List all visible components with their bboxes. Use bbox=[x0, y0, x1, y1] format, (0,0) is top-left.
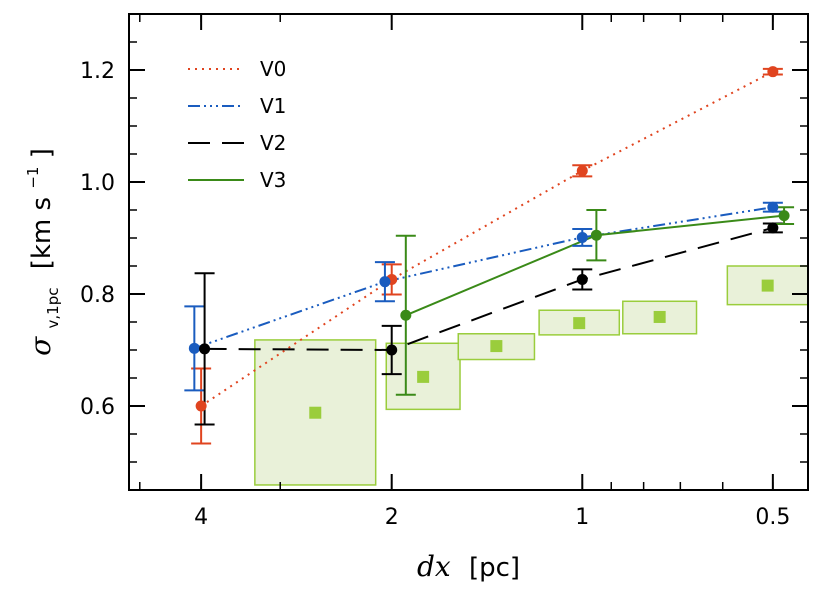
point-v1-4 bbox=[767, 201, 779, 213]
y-axis-unit-open: [km s bbox=[27, 197, 57, 269]
y-tick-label: 0.8 bbox=[80, 283, 115, 308]
x-tick-label: 2 bbox=[385, 505, 399, 530]
point-v1-2 bbox=[379, 276, 391, 288]
point-v2-3 bbox=[576, 273, 588, 285]
point-v2-1 bbox=[199, 343, 211, 355]
range-box-marker-2 bbox=[417, 370, 430, 383]
range-box-marker-5 bbox=[653, 310, 666, 323]
x-axis-unit: [pc] bbox=[469, 553, 520, 583]
range-box-marker-1 bbox=[309, 406, 322, 419]
legend-label-v0: V0 bbox=[260, 57, 286, 81]
point-v1-3 bbox=[576, 231, 588, 243]
tick-labels: 4 2 1 0.5 0.6 0.8 1.0 1.2 bbox=[80, 59, 790, 530]
y-tick-label: 1.0 bbox=[80, 171, 115, 196]
y-axis-symbol: σ bbox=[24, 336, 57, 356]
point-v3-2 bbox=[590, 229, 602, 241]
point-v0-3 bbox=[576, 165, 588, 177]
plot-frame bbox=[128, 13, 809, 491]
range-box-marker-6 bbox=[761, 279, 774, 292]
y-tick-label: 1.2 bbox=[80, 59, 115, 84]
x-tick-label: 0.5 bbox=[755, 505, 790, 530]
series-line-v2 bbox=[204, 226, 774, 352]
x-tick-label: 4 bbox=[194, 505, 208, 530]
y-axis-title: σ v,1pc [km s −1 ] bbox=[15, 148, 65, 356]
data-points bbox=[188, 66, 790, 412]
y-axis-unit-close: ] bbox=[27, 148, 57, 158]
point-v3-1 bbox=[400, 309, 412, 321]
range-boxes bbox=[254, 265, 809, 486]
point-v0-1 bbox=[195, 400, 207, 412]
x-axis-title: dx [pc] bbox=[417, 550, 520, 583]
x-axis-variable: dx bbox=[417, 550, 451, 583]
legend-label-v1: V1 bbox=[260, 94, 286, 118]
point-v3-3 bbox=[778, 210, 790, 222]
point-v1-1 bbox=[188, 342, 200, 354]
y-axis-subscript: v,1pc bbox=[44, 288, 62, 329]
legend-label-v2: V2 bbox=[260, 131, 286, 155]
x-tick-label: 1 bbox=[575, 505, 589, 530]
point-v2-4 bbox=[767, 222, 779, 234]
range-box-marker-4 bbox=[573, 317, 586, 330]
point-v0-4 bbox=[767, 66, 779, 78]
y-axis-unit-exponent: −1 bbox=[24, 167, 42, 189]
legend-label-v3: V3 bbox=[260, 168, 286, 192]
range-box-marker-3 bbox=[490, 340, 503, 353]
axis-ticks bbox=[129, 14, 808, 490]
y-tick-label: 0.6 bbox=[80, 395, 115, 420]
point-v2-2 bbox=[386, 344, 398, 356]
